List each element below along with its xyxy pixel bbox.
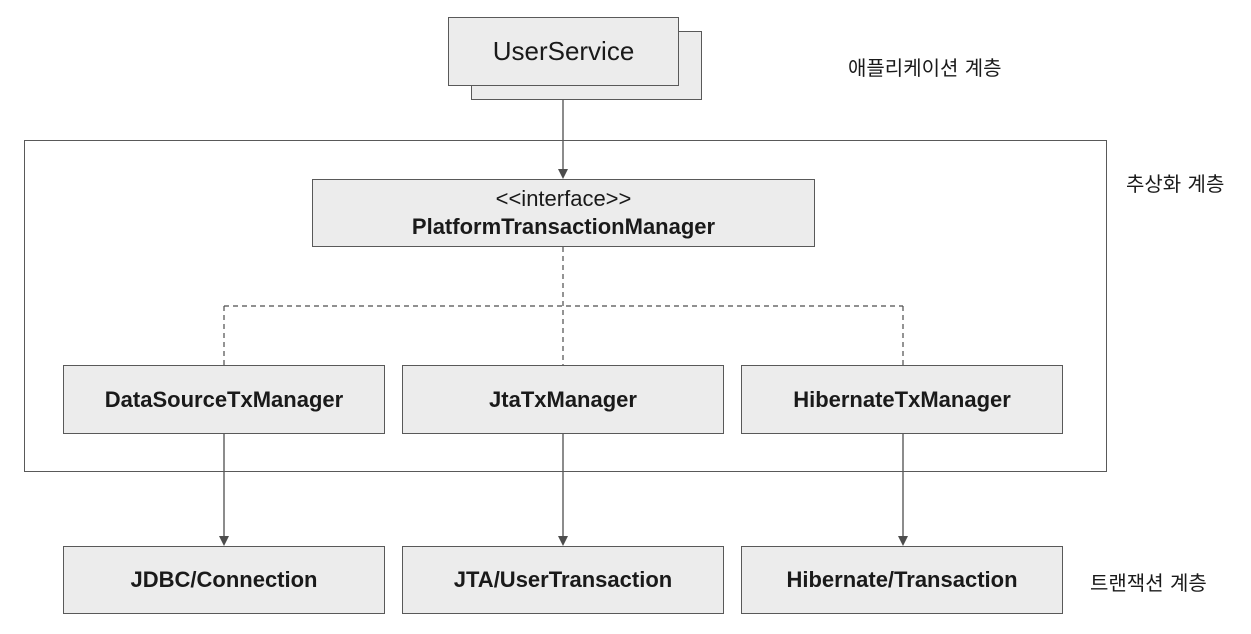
hibernate-transaction-box: Hibernate/Transaction (741, 546, 1063, 614)
jta-txmanager-label: JtaTxManager (489, 386, 637, 412)
hibernate-transaction-label: Hibernate/Transaction (786, 567, 1018, 592)
userservice-box: UserService (448, 17, 679, 86)
datasource-txmanager-box: DataSourceTxManager (63, 365, 385, 434)
abstraction-layer-label: 추상화 계층 (1126, 172, 1225, 196)
interface-stereotype: <<interface>> (495, 186, 632, 211)
userservice-label: UserService (492, 36, 635, 66)
datasource-txmanager-label: DataSourceTxManager (104, 386, 344, 412)
jta-txmanager-box: JtaTxManager (402, 365, 724, 434)
transaction-layer-label: 트랜잭션 계층 (1090, 571, 1207, 595)
application-layer-label: 애플리케이션 계층 (848, 56, 1002, 80)
abstraction-layer-frame (24, 140, 1107, 472)
hibernate-txmanager-box: HibernateTxManager (741, 365, 1063, 434)
hibernate-txmanager-label: HibernateTxManager (793, 386, 1011, 412)
platform-transaction-manager-box: <<interface>> PlatformTransactionManager (312, 179, 815, 247)
jdbc-connection-box: JDBC/Connection (63, 546, 385, 614)
jdbc-connection-label: JDBC/Connection (130, 567, 318, 592)
jta-usertransaction-label: JTA/UserTransaction (453, 567, 673, 592)
jta-usertransaction-box: JTA/UserTransaction (402, 546, 724, 614)
interface-name: PlatformTransactionManager (411, 214, 716, 239)
